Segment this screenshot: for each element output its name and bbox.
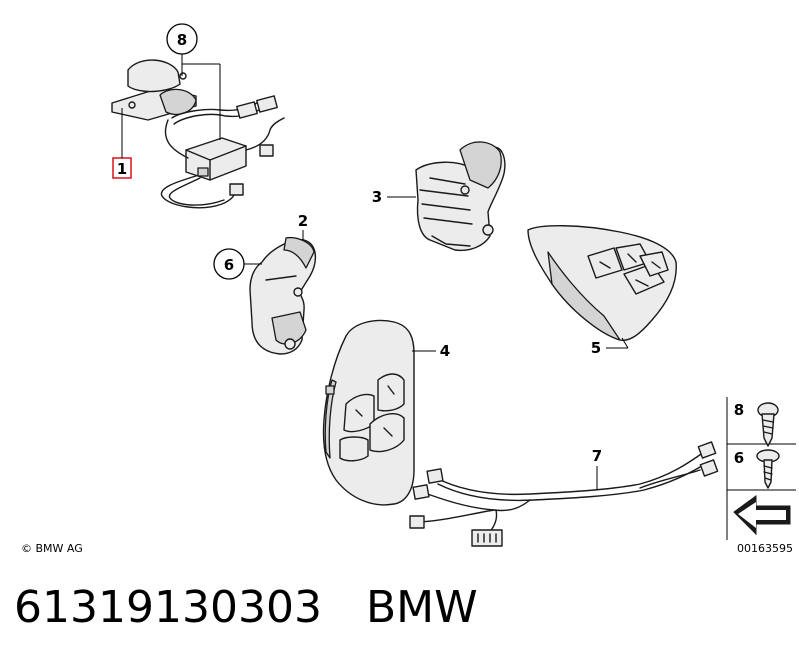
copyright-text: © BMW AG bbox=[21, 542, 83, 555]
callout-3-label: 3 bbox=[372, 188, 382, 206]
part-5-button-pad bbox=[527, 225, 677, 341]
screw-6-icon bbox=[756, 449, 780, 489]
callout-5: 5 bbox=[591, 337, 629, 357]
callout-3: 3 bbox=[372, 188, 416, 206]
callout-5-label: 5 bbox=[591, 339, 601, 357]
part-4-switch-panel bbox=[322, 319, 415, 506]
callout-8-label: 8 bbox=[177, 31, 187, 49]
callout-4: 4 bbox=[412, 342, 450, 360]
part-1-switch-unit bbox=[111, 59, 285, 209]
part-2-bracket bbox=[249, 236, 317, 355]
callout-6-label: 6 bbox=[224, 256, 234, 274]
caption: 61319130303 BMW bbox=[14, 582, 478, 633]
callout-1: 1 bbox=[112, 108, 132, 179]
diagram-code: 00163595 bbox=[737, 542, 793, 555]
part-number: 61319130303 bbox=[14, 582, 322, 633]
callout-2-label: 2 bbox=[298, 212, 308, 230]
callout-6: 6 bbox=[213, 248, 262, 280]
legend-label-8: 8 bbox=[734, 401, 744, 419]
arrow-symbol-icon bbox=[733, 495, 791, 536]
callout-2: 2 bbox=[298, 212, 308, 240]
callout-7: 7 bbox=[592, 447, 602, 490]
part-3-switch-housing bbox=[415, 141, 506, 252]
callout-1-label: 1 bbox=[117, 160, 127, 178]
legend-label-6: 6 bbox=[734, 449, 744, 467]
brand-name: BMW bbox=[365, 582, 478, 633]
part-7-wiring-harness bbox=[409, 441, 719, 547]
callout-4-label: 4 bbox=[440, 342, 450, 360]
screw-8-icon bbox=[757, 402, 779, 447]
callout-7-label: 7 bbox=[592, 447, 602, 465]
callout-8: 8 bbox=[166, 23, 221, 140]
screw-legend: 8 6 bbox=[726, 397, 796, 540]
